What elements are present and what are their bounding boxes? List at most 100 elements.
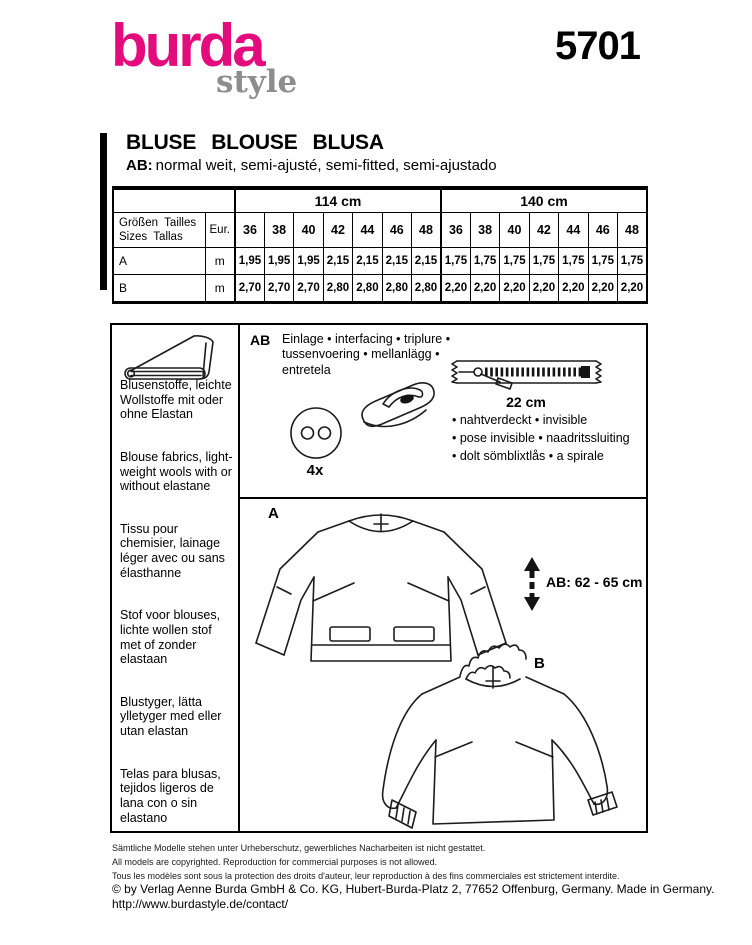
- details-panel: Blusenstoffe, leichte Wollstoffe mit ode…: [110, 323, 648, 833]
- legal-line-en: All models are copyrighted. Reproduction…: [112, 856, 438, 867]
- yardage-cell: 1,75: [469, 247, 501, 275]
- button-quantity: 4x: [306, 462, 324, 479]
- fabric-recommendations: Blusenstoffe, leichte Wollstoffe mit ode…: [120, 378, 234, 853]
- legal-text: Sämtliche Modelle stehen unter Urhebersc…: [112, 842, 619, 884]
- yardage-cell: 2,20: [587, 274, 618, 303]
- yardage-cell: 2,20: [469, 274, 501, 303]
- size-cell: 40: [499, 212, 530, 248]
- fit-description: AB:normal weit, semi-ajusté, semi-fitted…: [126, 157, 497, 174]
- fabric-note-nl: Stof voor blouses, lichte wollen stof me…: [120, 608, 221, 667]
- yardage-cell: 1,75: [528, 247, 560, 275]
- size-cell: 44: [352, 212, 383, 248]
- table-row-view-a: A m 1,95 1,95 1,95 2,15 2,15 2,15 2,15 1…: [112, 247, 648, 275]
- yardage-cell: 2,70: [263, 274, 295, 303]
- fabric-note-es: Telas para blusas, tejidos ligeros de la…: [120, 766, 221, 825]
- yardage-cell: 2,20: [499, 274, 530, 303]
- yardage-cell: 1,75: [558, 247, 589, 275]
- size-cell: 42: [528, 212, 560, 248]
- view-a-label: A: [268, 505, 279, 522]
- website-url: http://www.burdastyle.de/contact/: [112, 897, 289, 911]
- size-cell: 40: [293, 212, 324, 248]
- view-a-row-label: A: [112, 247, 206, 275]
- yardage-cell: 1,95: [293, 247, 324, 275]
- yardage-cell: 2,15: [381, 247, 413, 275]
- size-cell: 38: [469, 212, 501, 248]
- yardage-cell: 2,80: [352, 274, 383, 303]
- yardage-cell: 2,20: [616, 274, 648, 303]
- technical-drawings-panel: A: [240, 499, 646, 831]
- yardage-cell: 2,70: [233, 274, 265, 303]
- size-cell: 48: [411, 212, 442, 248]
- fabric-note-de: Blusenstoffe, leichte Wollstoffe mit ode…: [120, 378, 232, 422]
- blank-cell: [112, 187, 236, 213]
- unit-cell: m: [204, 274, 236, 303]
- size-cell: 38: [263, 212, 295, 248]
- view-b-label: B: [534, 655, 545, 672]
- burda-style-logo-suffix: style: [216, 64, 298, 100]
- yardage-cell: 1,75: [587, 247, 618, 275]
- width-group-114: 114 cm: [234, 187, 442, 213]
- fabric-bolt-icon: [124, 335, 214, 380]
- table-row-fabric-widths: 114 cm 140 cm: [112, 187, 648, 213]
- zipper-note: • pose invisible • naadritssluiting: [452, 430, 630, 445]
- interfacing-note: Einlage • interfacing • triplure • tusse…: [282, 332, 451, 377]
- yardage-cell: 1,75: [616, 247, 648, 275]
- yardage-cell: 2,20: [439, 274, 471, 303]
- garment-length-note: AB: 62 - 65 cm: [546, 574, 643, 590]
- zipper-note: • nahtverdeckt • invisible: [452, 413, 588, 427]
- zipper-type-notes: • nahtverdeckt • invisible • pose invisi…: [452, 412, 630, 466]
- view-b-row-label: B: [112, 274, 206, 303]
- eur-header-cell: Eur.: [204, 212, 236, 248]
- size-cell: 48: [616, 212, 648, 248]
- fit-text: normal weit, semi-ajusté, semi-fitted, s…: [155, 157, 497, 174]
- fabric-note-fr: Tissu pour chemisier, lainage léger avec…: [120, 521, 225, 580]
- yardage-cell: 1,95: [263, 247, 295, 275]
- zipper-icon: [451, 360, 602, 390]
- yardage-cell: 2,70: [293, 274, 324, 303]
- zipper-note: • dolt sömblixtlås • a spirale: [452, 448, 604, 463]
- vertical-double-arrow-icon: [524, 557, 540, 611]
- size-cell: 46: [381, 212, 413, 248]
- garment-title: BLUSE BLOUSE BLUSA: [126, 131, 399, 155]
- table-row-view-b: B m 2,70 2,70 2,70 2,80 2,80 2,80 2,80 2…: [112, 274, 648, 303]
- copyright-line: © by Verlag Aenne Burda GmbH & Co. KG, H…: [112, 882, 715, 896]
- unit-cell: m: [204, 247, 236, 275]
- button-icon: [290, 407, 342, 459]
- size-cell: 44: [558, 212, 589, 248]
- notions-views-label: AB: [250, 332, 271, 348]
- notions-panel: AB Einlage • interfacing • triplure • tu…: [240, 325, 646, 499]
- fit-views-label: AB:: [126, 157, 153, 174]
- yardage-cell: 1,75: [439, 247, 471, 275]
- yardage-cell: 2,15: [322, 247, 354, 275]
- yardage-cell: 2,80: [411, 274, 442, 303]
- garment-title-de: BLUSE: [126, 131, 197, 154]
- size-cell: 36: [233, 212, 265, 248]
- garment-title-es: BLUSA: [312, 131, 385, 154]
- left-black-rule: [100, 133, 107, 290]
- yardage-cell: 2,80: [322, 274, 354, 303]
- yardage-cell: 1,95: [233, 247, 265, 275]
- legal-line-fr: Tous les modèles sont sous la protection…: [112, 870, 620, 881]
- garment-title-en: BLOUSE: [211, 131, 298, 154]
- view-b-drawing: [381, 643, 618, 829]
- fabric-note-sv: Blustyger, lätta ylletyger med eller uta…: [120, 694, 222, 738]
- yardage-cell: 2,20: [558, 274, 589, 303]
- burda-logo: burda: [111, 12, 266, 79]
- size-cell: 36: [439, 212, 471, 248]
- legal-line-de: Sämtliche Modelle stehen unter Urhebersc…: [112, 843, 486, 853]
- pattern-number: 5701: [555, 24, 641, 68]
- width-group-140: 140 cm: [439, 187, 648, 213]
- iron-icon: [361, 382, 435, 428]
- fabric-note-en: Blouse fabrics, light-weight wools with …: [120, 449, 233, 494]
- yardage-cell: 2,15: [411, 247, 442, 275]
- size-cell: 46: [587, 212, 618, 248]
- yardage-cell: 1,75: [499, 247, 530, 275]
- yardage-cell: 2,20: [528, 274, 560, 303]
- zipper-length: 22 cm: [506, 394, 546, 410]
- yardage-cell: 2,15: [352, 247, 383, 275]
- yardage-cell: 2,80: [381, 274, 413, 303]
